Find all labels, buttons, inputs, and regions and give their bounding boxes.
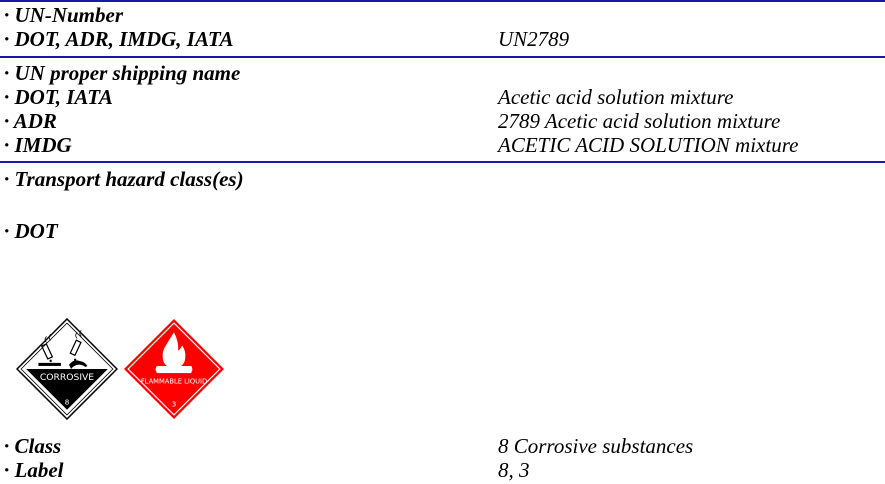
hazard-class-row: · Class 8 Corrosive substances [4, 434, 885, 458]
corrosive-placard-text: CORROSIVE [40, 372, 94, 383]
section-heading-hazard-class: · Transport hazard class(es) [4, 167, 244, 191]
flammable-placard-text: FLAMMABLE LIQUID [141, 377, 207, 385]
corrosive-placard: CORROSIVE 8 [16, 318, 118, 420]
un-number-value: UN2789 [498, 27, 570, 51]
flame-icon [155, 332, 193, 374]
class-value: 8 Corrosive substances [498, 434, 694, 458]
flammable-liquid-placard: FLAMMABLE LIQUID 3 [123, 318, 225, 420]
un-number-row: · DOT, ADR, IMDG, IATA UN2789 [4, 27, 885, 51]
corrosive-placard-number: 8 [65, 398, 70, 407]
shipping-name-row: · ADR 2789 Acetic acid solution mixture [4, 109, 885, 133]
shipping-name-value: Acetic acid solution mixture [498, 85, 734, 109]
label-label: · Label [4, 458, 64, 482]
shipping-name-label: · ADR [4, 109, 57, 133]
shipping-name-value: 2789 Acetic acid solution mixture [498, 109, 781, 133]
shipping-name-row: · DOT, IATA Acetic acid solution mixture [4, 85, 885, 109]
class-label: · Class [4, 434, 62, 458]
hazard-label-row: · Label 8, 3 [4, 458, 885, 482]
section-divider [0, 56, 885, 58]
flammable-placard-number: 3 [172, 400, 177, 409]
section-divider [0, 0, 885, 2]
corrosive-pictogram-icon [38, 329, 88, 369]
shipping-name-value: ACETIC ACID SOLUTION mixture [498, 133, 799, 157]
section-divider [0, 161, 885, 163]
shipping-name-label: · DOT, IATA [4, 85, 113, 109]
section-heading-shipping-name: · UN proper shipping name [4, 61, 241, 85]
label-value: 8, 3 [498, 458, 530, 482]
section-heading-un-number: · UN-Number [4, 3, 123, 27]
un-number-label: · DOT, ADR, IMDG, IATA [4, 27, 234, 51]
shipping-name-label: · IMDG [4, 133, 72, 157]
section-subheading-dot: · DOT [4, 219, 58, 243]
shipping-name-row: · IMDG ACETIC ACID SOLUTION mixture [4, 133, 885, 157]
